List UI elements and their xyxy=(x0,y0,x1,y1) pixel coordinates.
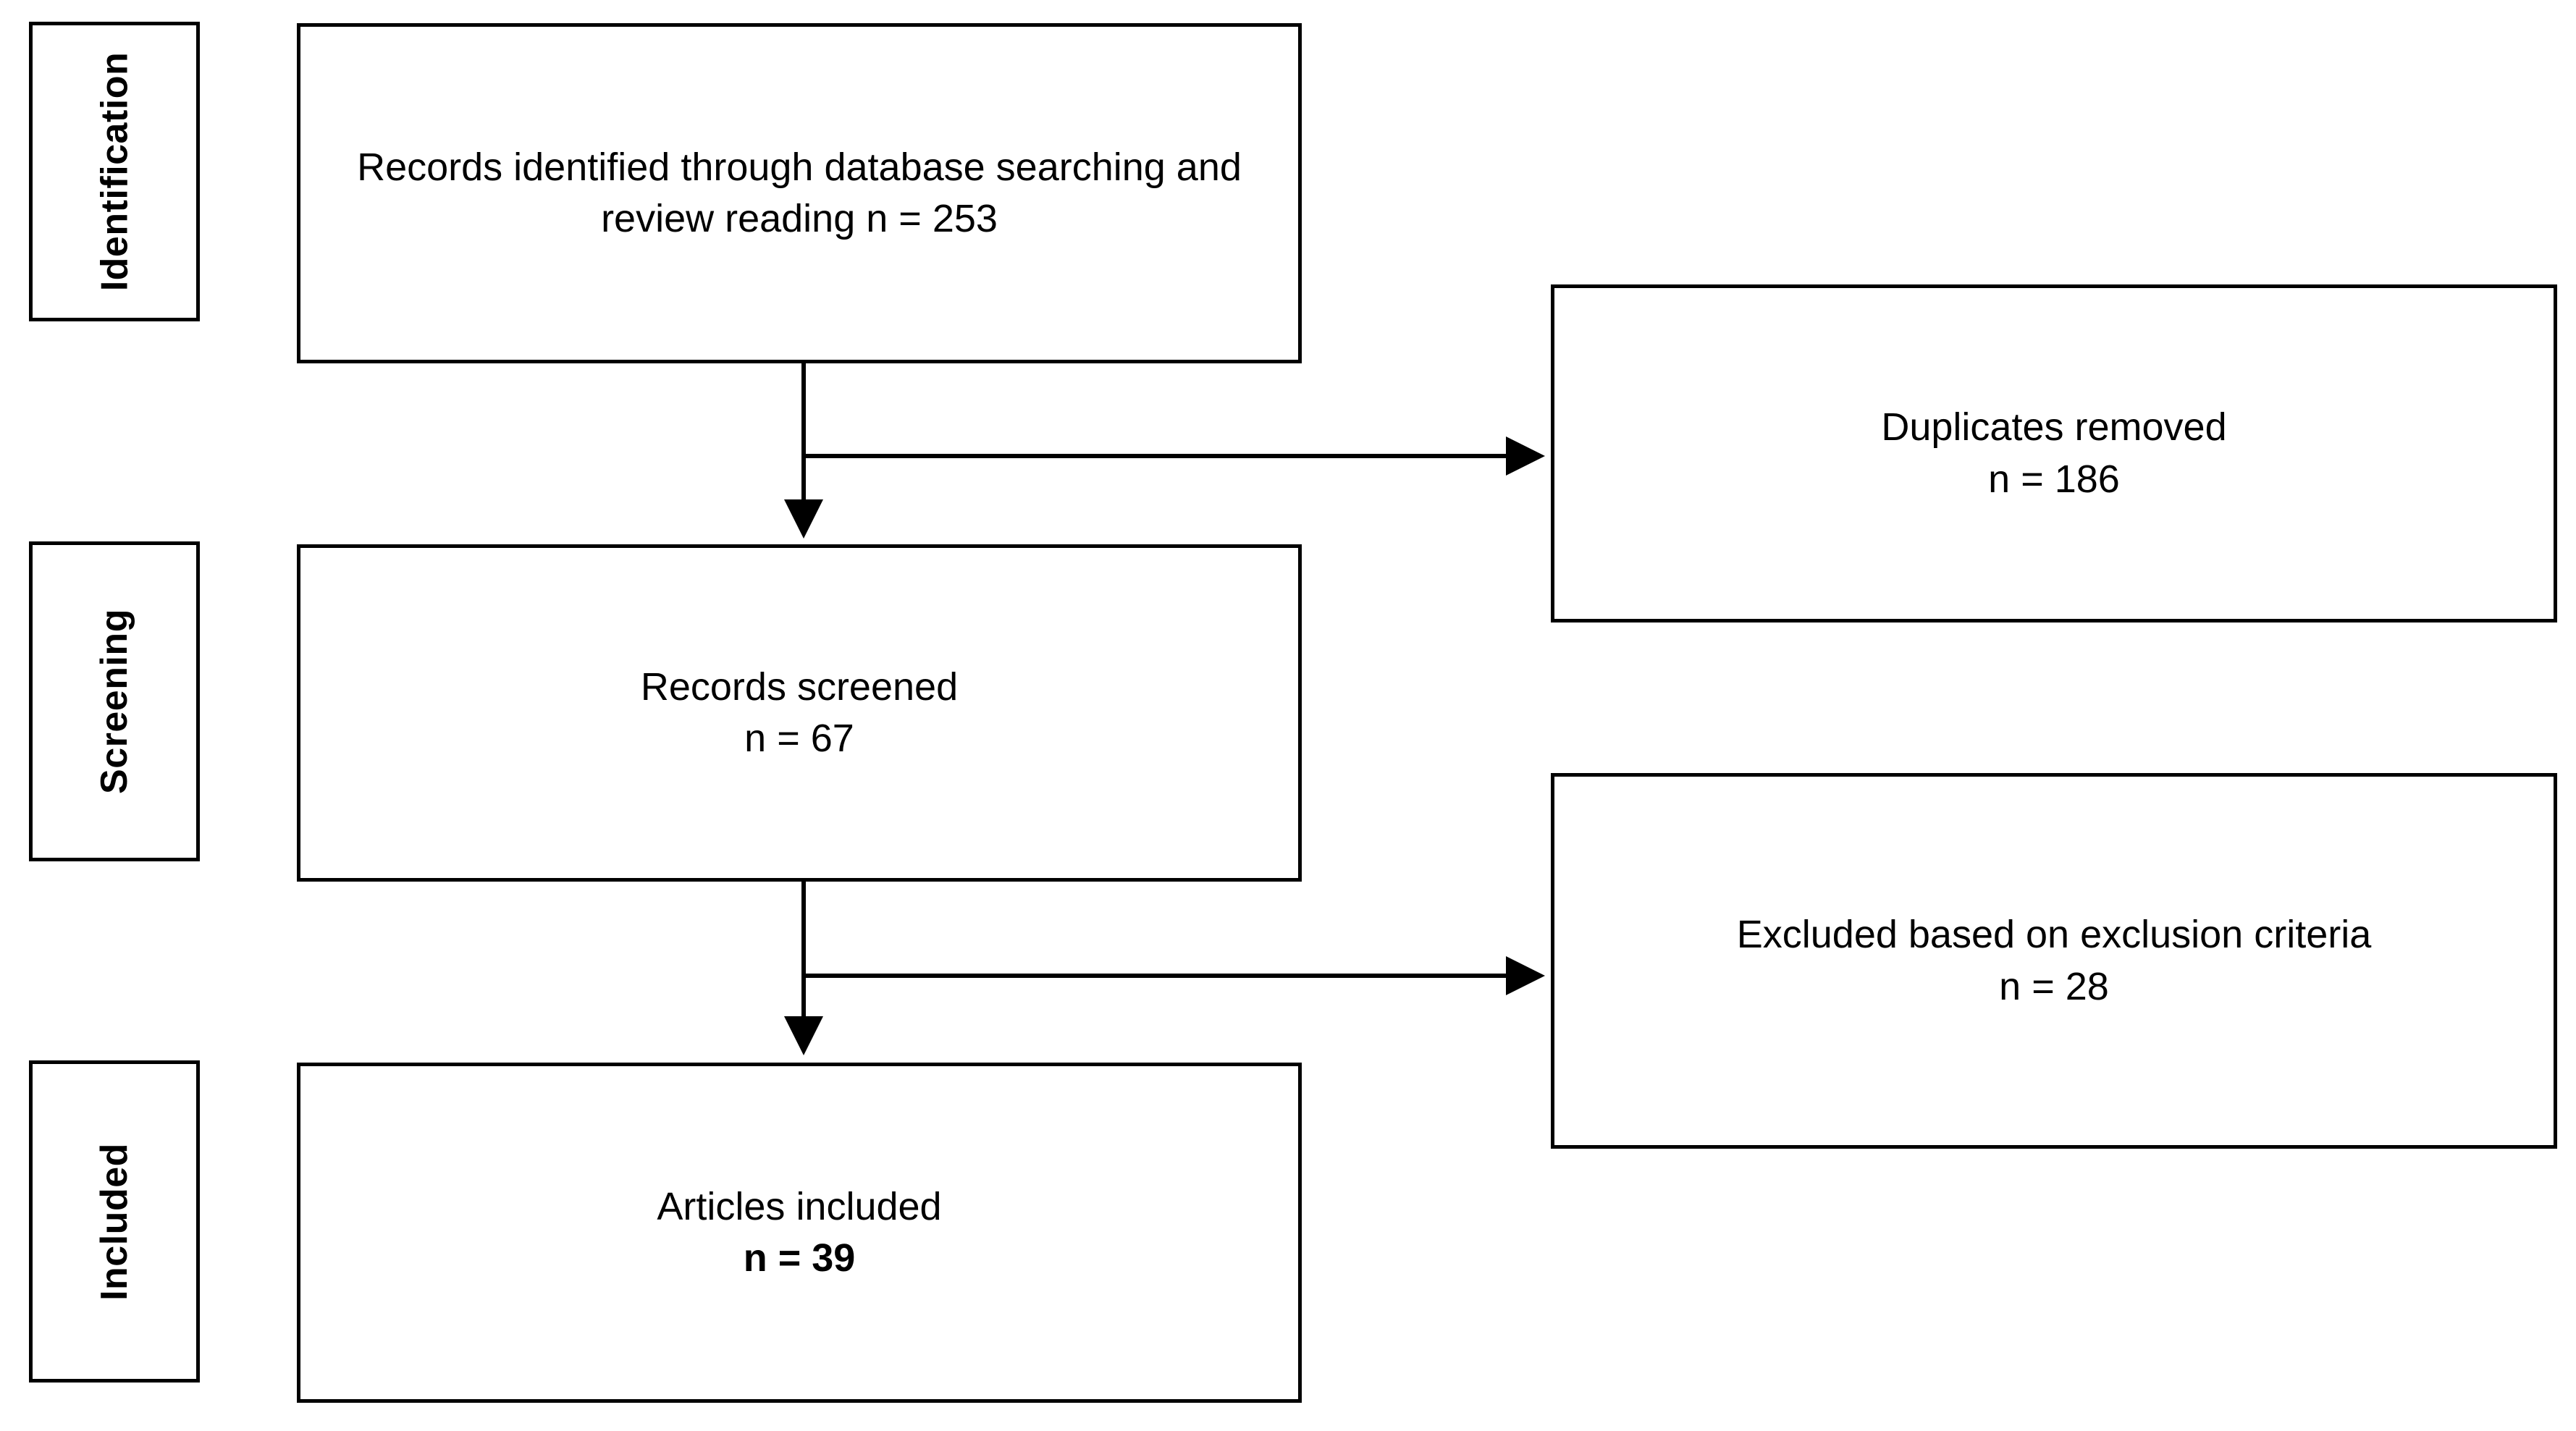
node-duplicates-removed-line1: Duplicates removed xyxy=(1881,405,2227,449)
node-records-identified-line2: review reading n = 253 xyxy=(601,197,998,240)
stage-box-identification: Identification xyxy=(29,22,200,321)
node-articles-included: Articles included n = 39 xyxy=(297,1063,1302,1403)
node-excluded-criteria: Excluded based on exclusion criteria n =… xyxy=(1551,773,2557,1149)
node-records-screened-line2: n = 67 xyxy=(744,717,854,760)
node-records-screened: Records screened n = 67 xyxy=(297,544,1302,882)
stage-box-included: Included xyxy=(29,1060,200,1383)
stage-label-identification: Identification xyxy=(93,51,135,292)
node-duplicates-removed: Duplicates removed n = 186 xyxy=(1551,284,2557,622)
stage-label-screening: Screening xyxy=(93,609,136,794)
stage-box-screening: Screening xyxy=(29,541,200,861)
stage-label-included: Included xyxy=(93,1142,135,1301)
node-articles-included-line2: n = 39 xyxy=(743,1236,856,1280)
node-duplicates-removed-line2: n = 186 xyxy=(1988,457,2120,501)
node-records-screened-line1: Records screened xyxy=(640,664,959,709)
node-excluded-criteria-line2: n = 28 xyxy=(1999,964,2109,1008)
node-records-identified: Records identified through database sear… xyxy=(297,23,1302,363)
node-records-identified-line1: Records identified through database sear… xyxy=(357,145,1242,189)
node-excluded-criteria-line1: Excluded based on exclusion criteria xyxy=(1736,913,2372,957)
node-articles-included-line1: Articles included xyxy=(657,1184,942,1228)
